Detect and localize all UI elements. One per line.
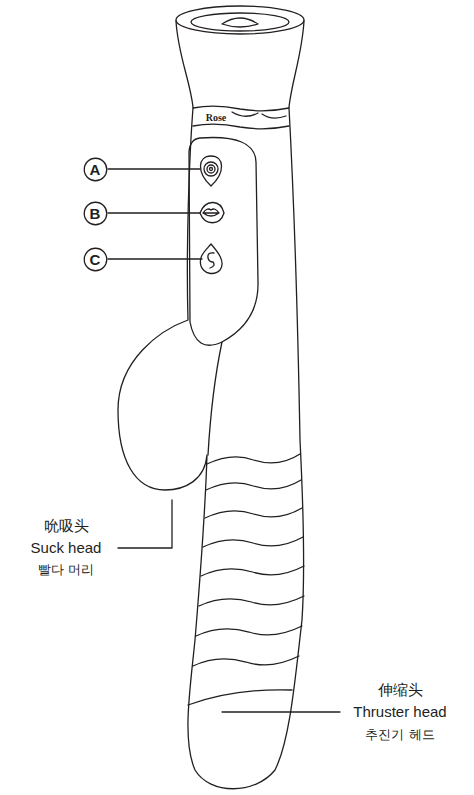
part-label: 추진기 헤드: [364, 726, 435, 744]
cup-flare-left: [176, 21, 193, 107]
part-label: 伸缩头: [377, 681, 424, 699]
button-b: [200, 202, 224, 222]
button-c: [200, 244, 222, 273]
part-label: 吮吸头: [43, 517, 90, 535]
button-b-lips: [203, 209, 219, 216]
button-a-icon: [210, 168, 213, 171]
part-label: 빨다 머리: [37, 561, 95, 579]
band-top: [193, 106, 289, 111]
body-outline: [118, 108, 304, 789]
callout-circle: B: [83, 201, 108, 226]
cup-rim: [176, 6, 304, 34]
leader-line: [108, 258, 202, 259]
brand-name: Rose: [205, 112, 228, 124]
thruster-ribs: [193, 454, 304, 666]
cup-inner: [191, 13, 289, 31]
callout-circle: C: [83, 247, 108, 272]
leader-line: [222, 711, 340, 712]
callout-letter: C: [83, 251, 108, 268]
leader-line: [118, 500, 172, 548]
band-bottom: [193, 124, 289, 129]
thruster-rib: [207, 454, 300, 464]
button-a: [200, 156, 221, 186]
cup-nub: [222, 18, 258, 27]
thruster-cap-seam: [188, 690, 292, 705]
thruster-rib: [206, 480, 301, 490]
callout-circle: A: [83, 157, 108, 182]
band-wave: [232, 112, 286, 118]
leader-line: [108, 168, 200, 169]
thruster-rib: [201, 566, 304, 576]
thruster-rib: [205, 508, 302, 518]
button-a-icon: [207, 165, 215, 173]
part-label: Suck head: [30, 539, 103, 557]
callout-letter: A: [83, 161, 108, 178]
cup-flare-right: [289, 21, 304, 107]
button-c-icon: [208, 253, 214, 268]
thruster-rib: [196, 626, 302, 636]
suck-head-seam: [208, 342, 222, 455]
part-label: Thruster head: [352, 703, 447, 721]
thruster-rib: [193, 656, 299, 666]
leader-line: [108, 212, 200, 213]
button-a-icon: [204, 162, 218, 176]
callout-letter: B: [83, 205, 108, 222]
thruster-rib: [203, 537, 303, 547]
thruster-rib: [199, 596, 304, 606]
